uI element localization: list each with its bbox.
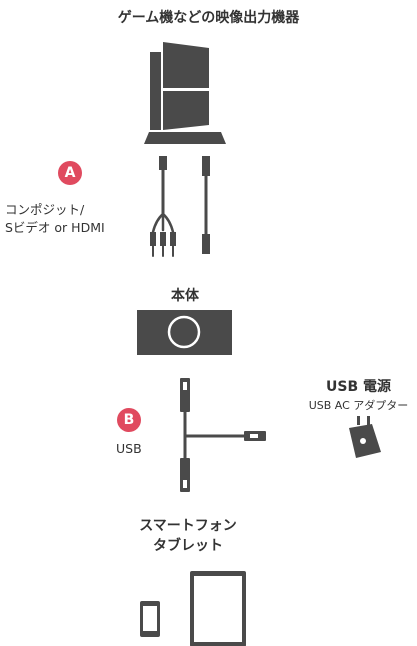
- source-device-title: ゲーム機などの映像出力機器: [117, 10, 300, 26]
- target-device-title-line2: タブレット: [153, 538, 223, 554]
- power-subtitle: USB AC アダプター: [308, 399, 409, 412]
- console-icon: [144, 42, 226, 144]
- cable-a-label-line1: コンポジット/: [5, 202, 85, 217]
- cable-b-badge: B: [117, 408, 141, 432]
- power-title: USB 電源: [326, 379, 391, 395]
- cable-a-label-line2: Sビデオ or HDMI: [5, 220, 105, 235]
- usb-cable-icon: [180, 378, 266, 492]
- tablet-icon: [190, 571, 246, 646]
- cable-b-label: USB: [116, 441, 142, 456]
- power-adapter-icon: [349, 416, 381, 458]
- smartphone-icon: [140, 601, 160, 637]
- target-device-title-line1: スマートフォン: [139, 518, 237, 534]
- main-unit-title: 本体: [171, 288, 199, 304]
- cable-a-badge: A: [58, 161, 82, 185]
- capture-unit-icon: [137, 310, 232, 355]
- av-cable-icon: [150, 156, 210, 257]
